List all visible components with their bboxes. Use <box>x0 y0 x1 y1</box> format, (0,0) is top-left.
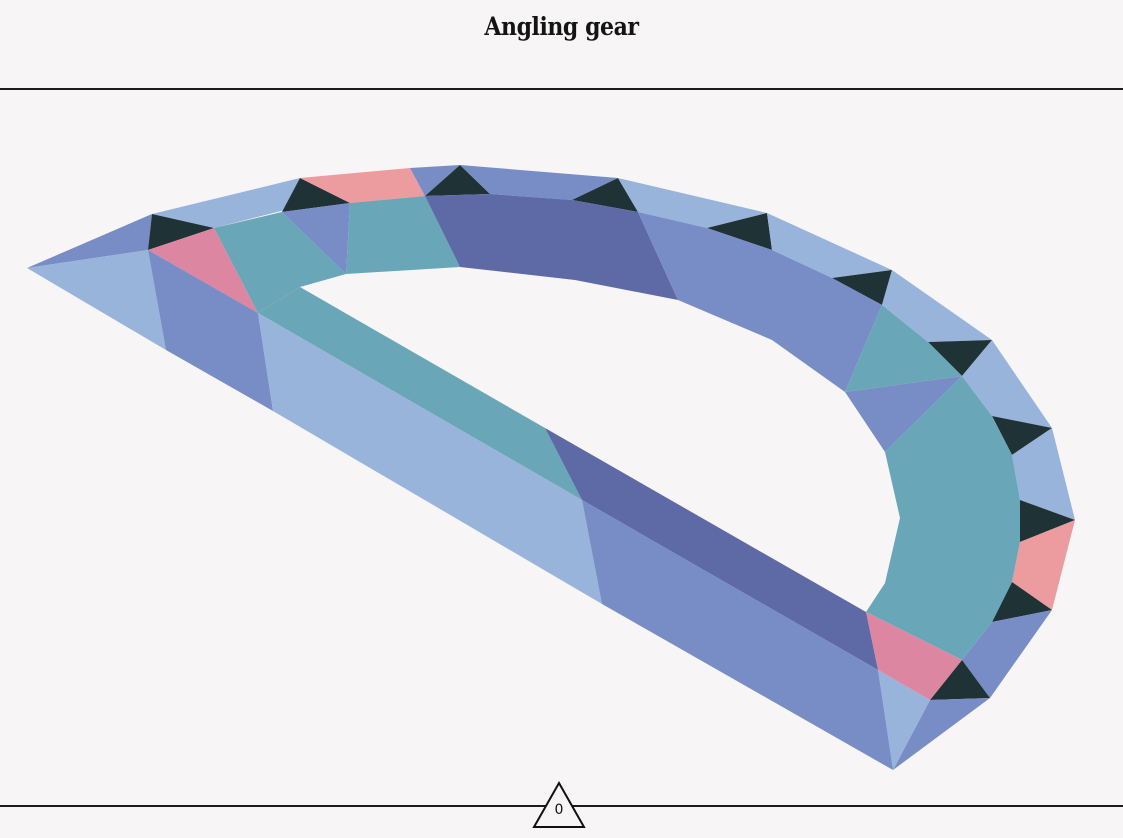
tile[interactable] <box>866 612 962 700</box>
tile[interactable] <box>930 660 990 700</box>
tile[interactable] <box>300 168 425 203</box>
tile[interactable] <box>410 165 460 196</box>
page-title: Angling gear <box>484 12 639 41</box>
tile[interactable] <box>1020 500 1075 542</box>
tile[interactable] <box>27 214 152 268</box>
tile[interactable] <box>582 500 893 770</box>
tile[interactable] <box>27 250 166 350</box>
tile[interactable] <box>878 670 930 770</box>
tile[interactable] <box>845 305 962 392</box>
tile[interactable] <box>832 270 892 305</box>
tile[interactable] <box>618 178 767 228</box>
tile[interactable] <box>152 178 300 228</box>
tile[interactable] <box>545 428 878 670</box>
tile[interactable] <box>148 250 273 411</box>
tile[interactable] <box>282 203 350 274</box>
header-bar: Angling gear <box>0 0 1123 90</box>
tile[interactable] <box>425 165 490 196</box>
tile[interactable] <box>460 165 618 200</box>
tile[interactable] <box>845 376 962 452</box>
tile[interactable] <box>893 698 990 770</box>
tile[interactable] <box>866 376 1020 660</box>
triangle-outline-icon <box>532 780 586 828</box>
tile[interactable] <box>258 287 582 500</box>
tile[interactable] <box>882 270 992 342</box>
tile[interactable] <box>148 228 258 313</box>
tile[interactable] <box>282 178 350 212</box>
tile[interactable] <box>767 213 892 278</box>
move-counter-value: 0 <box>554 802 564 818</box>
move-counter: 0 <box>530 780 588 830</box>
tile[interactable] <box>214 212 346 313</box>
tile[interactable] <box>928 340 992 376</box>
tile[interactable] <box>425 194 678 300</box>
tile[interactable] <box>1012 520 1075 610</box>
tile[interactable] <box>707 213 772 250</box>
tile[interactable] <box>1012 428 1075 520</box>
tile[interactable] <box>346 196 460 274</box>
tile[interactable] <box>258 313 602 604</box>
tile[interactable] <box>638 212 882 392</box>
tile[interactable] <box>962 610 1052 698</box>
tile[interactable] <box>572 178 638 212</box>
tile[interactable] <box>148 214 214 250</box>
